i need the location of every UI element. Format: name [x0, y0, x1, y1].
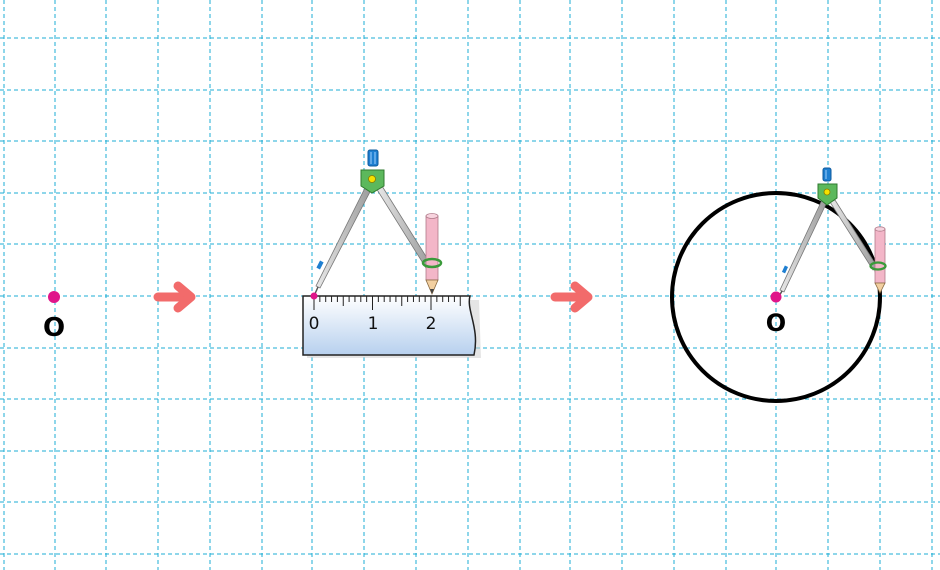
- step3-draw-circle-group: O: [670, 167, 887, 403]
- step2-measure-group: 0 1 2: [302, 149, 481, 358]
- ruler-icon: 0 1 2: [302, 295, 481, 358]
- compass-icon: [310, 149, 443, 300]
- center-label: O: [43, 313, 65, 343]
- right-arrow-icon: [153, 281, 196, 313]
- ruler-tick-label-0: 0: [309, 314, 320, 334]
- drawn-circle: [670, 191, 882, 403]
- step1-point-group: O: [43, 291, 65, 343]
- ruler-tick-marks: [313, 296, 461, 310]
- compass-icon: [777, 167, 887, 299]
- ruler-tick-label-2: 2: [426, 314, 437, 334]
- center-point-dot: [770, 291, 782, 303]
- ruler-tick-label-1: 1: [368, 314, 379, 334]
- center-point-dot: [48, 291, 60, 303]
- center-label: O: [766, 309, 786, 337]
- right-arrow-icon: [550, 281, 593, 313]
